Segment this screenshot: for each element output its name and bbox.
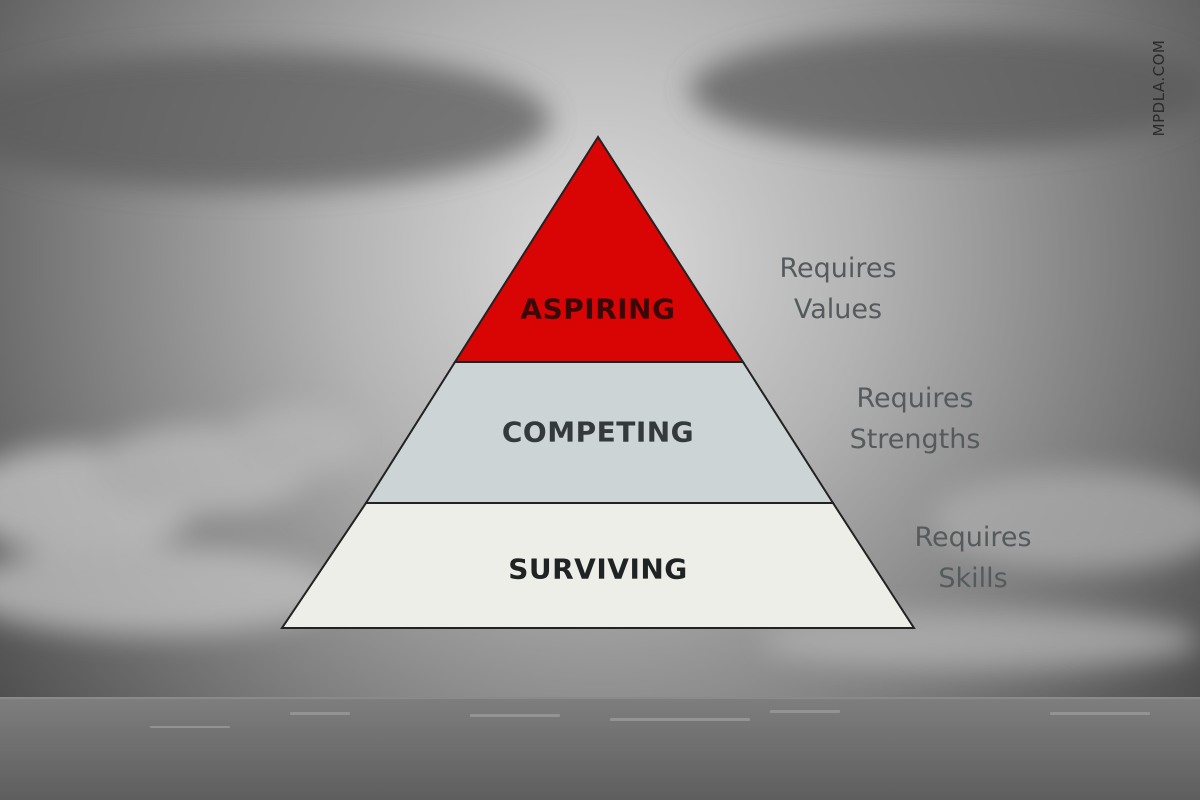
requirement-line: Strengths (849, 424, 981, 455)
clouds (0, 30, 1200, 670)
tier-label-surviving: SURVIVING (508, 552, 688, 586)
tier-label-competing: COMPETING (501, 415, 695, 449)
requirement-line: Requires (856, 383, 974, 414)
tier-surviving (280, 502, 916, 629)
sea (0, 698, 1200, 800)
site-watermark: MPDLA.COM (1150, 39, 1168, 137)
tier-label-aspiring: ASPIRING (520, 292, 676, 326)
whitecaps (150, 710, 1150, 728)
requirement-line: Values (793, 294, 883, 325)
requirement-line: Skills (938, 563, 1008, 594)
pyramid (280, 135, 916, 629)
requirement-skills: Requires Skills (914, 517, 1031, 599)
requirement-strengths: Requires Strengths (850, 378, 981, 460)
requirement-line: Requires (779, 253, 897, 284)
requirement-line: Requires (914, 522, 1032, 553)
requirement-values: Requires Values (779, 248, 896, 330)
